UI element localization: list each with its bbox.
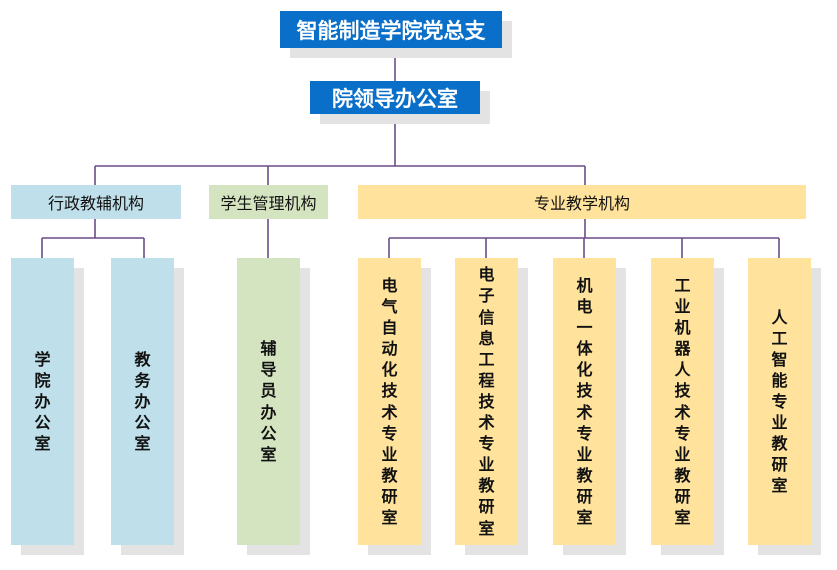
unit-counselor-office: 辅导员办公室 (237, 258, 300, 545)
unit-mechatronics: 机电一体化技术专业教研室 (553, 258, 616, 545)
unit-artificial-intelligence-label: 人工智能专业教研室 (771, 307, 788, 496)
category-teaching: 专业教学机构 (358, 185, 806, 219)
unit-industrial-robot: 工业机器人技术专业教研室 (651, 258, 714, 545)
category-student-label: 学生管理机构 (220, 194, 317, 213)
category-admin-label: 行政教辅机构 (47, 194, 144, 213)
category-teaching-label: 专业教学机构 (533, 194, 630, 213)
unit-academic-office-label: 教务办公室 (134, 349, 151, 454)
unit-electronic-info-label: 电子信息工程技术专业教研室 (478, 265, 495, 538)
category-admin: 行政教辅机构 (11, 185, 181, 219)
office-label: 院领导办公室 (332, 86, 458, 111)
office-node: 院领导办公室 (310, 81, 480, 114)
unit-artificial-intelligence: 人工智能专业教研室 (748, 258, 811, 545)
category-student: 学生管理机构 (209, 185, 328, 219)
unit-industrial-robot-label: 工业机器人技术专业教研室 (674, 275, 691, 528)
unit-electrical-automation-label: 电气自动化技术专业教研室 (381, 275, 398, 528)
unit-electrical-automation: 电气自动化技术专业教研室 (358, 258, 421, 545)
root-label: 智能制造学院党总支 (296, 18, 486, 43)
unit-academic-office: 教务办公室 (111, 258, 174, 545)
unit-college-office: 学院办公室 (11, 258, 74, 545)
unit-mechatronics-label: 机电一体化技术专业教研室 (576, 275, 593, 528)
unit-college-office-label: 学院办公室 (34, 349, 51, 454)
root-node: 智能制造学院党总支 (280, 11, 502, 48)
unit-counselor-office-label: 辅导员办公室 (260, 339, 277, 464)
unit-electronic-info: 电子信息工程技术专业教研室 (455, 258, 518, 545)
